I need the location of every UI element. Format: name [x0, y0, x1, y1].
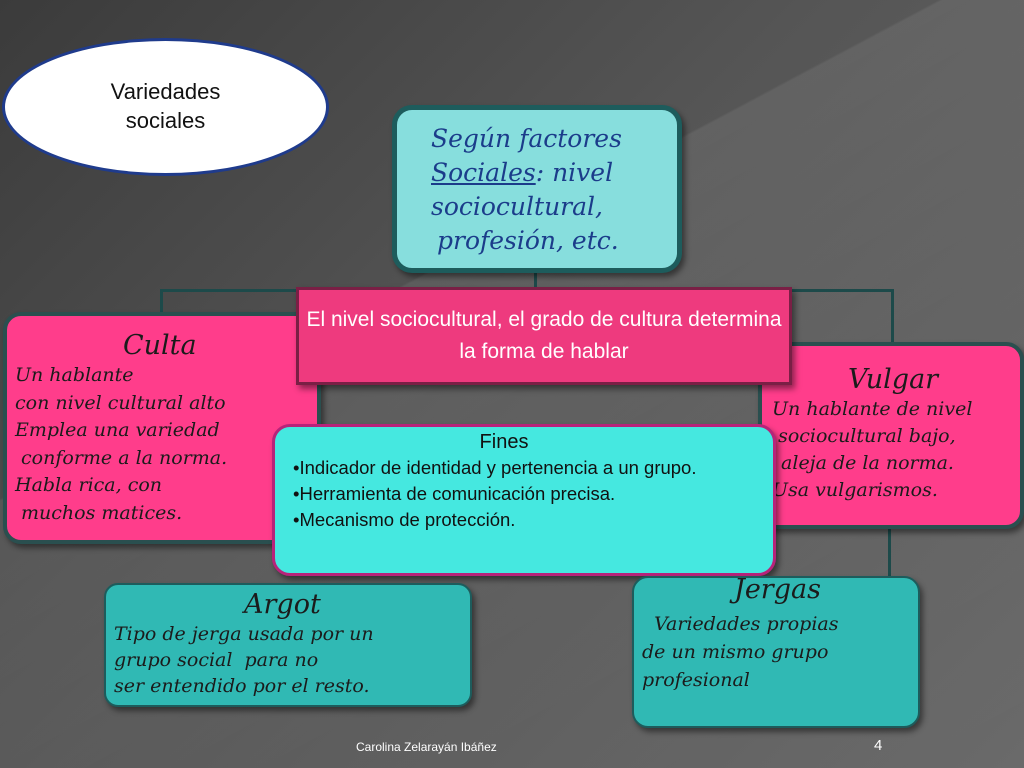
connector-right-lower — [888, 528, 891, 578]
fines-item: •Herramienta de comunicación precisa. — [293, 483, 616, 504]
nivel-sociocultural-box: El nivel sociocultural, el grado de cult… — [296, 287, 792, 385]
argot-line: Tipo de jerga usada por un — [114, 623, 374, 645]
vulgar-box: Vulgar Un hablante de nivel sociocultura… — [758, 342, 1024, 529]
top-box-line-2: Sociales: nivel — [431, 156, 663, 190]
page-number: 4 — [874, 737, 883, 754]
jergas-line: profesional — [642, 669, 750, 691]
jergas-line: de un mismo grupo — [642, 641, 829, 663]
top-box-line-4: profesión, etc. — [437, 226, 619, 255]
culta-title: Culta — [123, 330, 197, 361]
fines-box: Fines •Indicador de identidad y pertenen… — [272, 424, 776, 576]
connector-top-stem — [534, 272, 537, 290]
fines-item: •Mecanismo de protección. — [293, 509, 516, 530]
argot-title: Argot — [244, 589, 321, 620]
culta-line: con nivel cultural alto — [15, 391, 226, 414]
jergas-title: Jergas — [734, 574, 821, 605]
top-box-line-1: Según factores — [431, 124, 622, 153]
culta-line: Un hablante — [15, 364, 134, 386]
culta-line: Habla rica, con — [15, 474, 163, 496]
nivel-text: El nivel sociocultural, el grado de cult… — [306, 308, 782, 363]
ellipse-line-1: Variedades — [110, 79, 221, 105]
connector-right-drop — [891, 289, 894, 344]
top-box-line-3: sociocultural, — [431, 192, 603, 221]
vulgar-line: Usa vulgarismos. — [766, 479, 938, 501]
vulgar-title: Vulgar — [848, 364, 939, 395]
jergas-box: Jergas Variedades propias de un mismo gr… — [632, 574, 920, 728]
argot-box: Argot Tipo de jerga usada por un grupo s… — [104, 583, 472, 707]
variedades-sociales-ellipse: Variedades sociales — [2, 38, 329, 176]
culta-line: conforme a la norma. — [15, 446, 228, 469]
fines-title: Fines — [479, 431, 529, 453]
vulgar-line: Un hablante de nivel — [766, 398, 973, 420]
ellipse-line-2: sociales — [125, 108, 206, 133]
culta-line: Emplea una variedad — [15, 419, 220, 441]
factores-sociales-box: Según factores Sociales: nivel sociocult… — [392, 105, 682, 273]
top-box-line-2-rest: : nivel — [535, 158, 614, 187]
argot-line: grupo social para no — [114, 649, 319, 671]
top-box-sociales: Sociales — [431, 158, 536, 187]
jergas-line: Variedades propias — [642, 613, 839, 635]
culta-line: muchos matices. — [15, 501, 183, 524]
connector-left-drop — [160, 289, 163, 314]
argot-line: ser entendido por el resto. — [114, 675, 370, 697]
vulgar-line: se aleja de la norma. — [758, 452, 954, 474]
fines-item: •Indicador de identidad y pertenencia a … — [293, 457, 697, 478]
author-footer: Carolina Zelarayán Ibáñez — [356, 740, 497, 754]
vulgar-line: sociocultural bajo, — [766, 425, 956, 447]
